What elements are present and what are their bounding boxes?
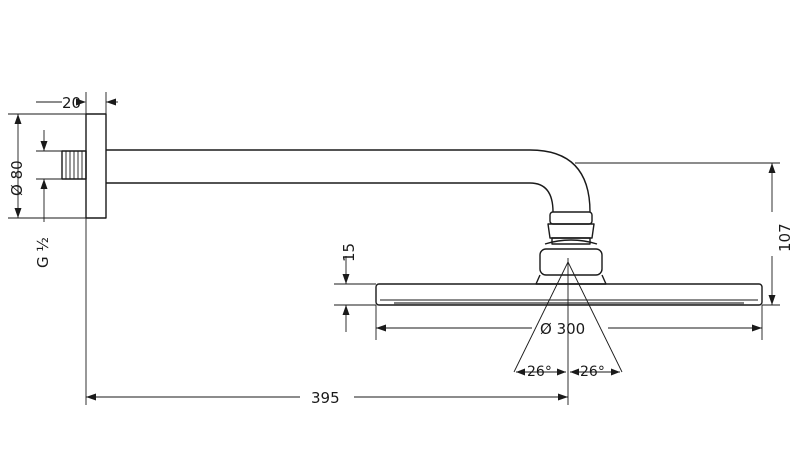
shower-arm [106,149,591,213]
dimension-label-395: 395 [311,389,340,407]
angle-label-right: 26° [580,364,605,380]
dimension-20: 20 [36,92,118,114]
dimension-107: 107 [575,162,794,306]
dimension-thread: G ½ [34,130,62,268]
dimension-diameter-300: Ø 300 [375,305,763,340]
dimension-label-thread: G ½ [34,237,52,268]
dimension-395: 395 [85,218,568,407]
nozzle-row [394,302,744,305]
swivel-joint [544,211,598,245]
thread-connector [61,150,87,180]
dimension-label-diameter-80: Ø 80 [8,160,26,196]
dimension-15: 15 [334,243,376,332]
wall-flange [85,113,107,219]
dimension-label-20: 20 [62,94,81,112]
spray-angle: 26° 26° [513,258,623,405]
shower-head [375,283,763,306]
angle-label-left: 26° [527,364,552,380]
dimension-label-107: 107 [776,223,794,252]
dimension-label-15: 15 [340,243,358,262]
dimension-label-diameter-300: Ø 300 [540,320,585,338]
dimension-diameter-80: Ø 80 [8,113,86,219]
head-neck [535,248,607,285]
